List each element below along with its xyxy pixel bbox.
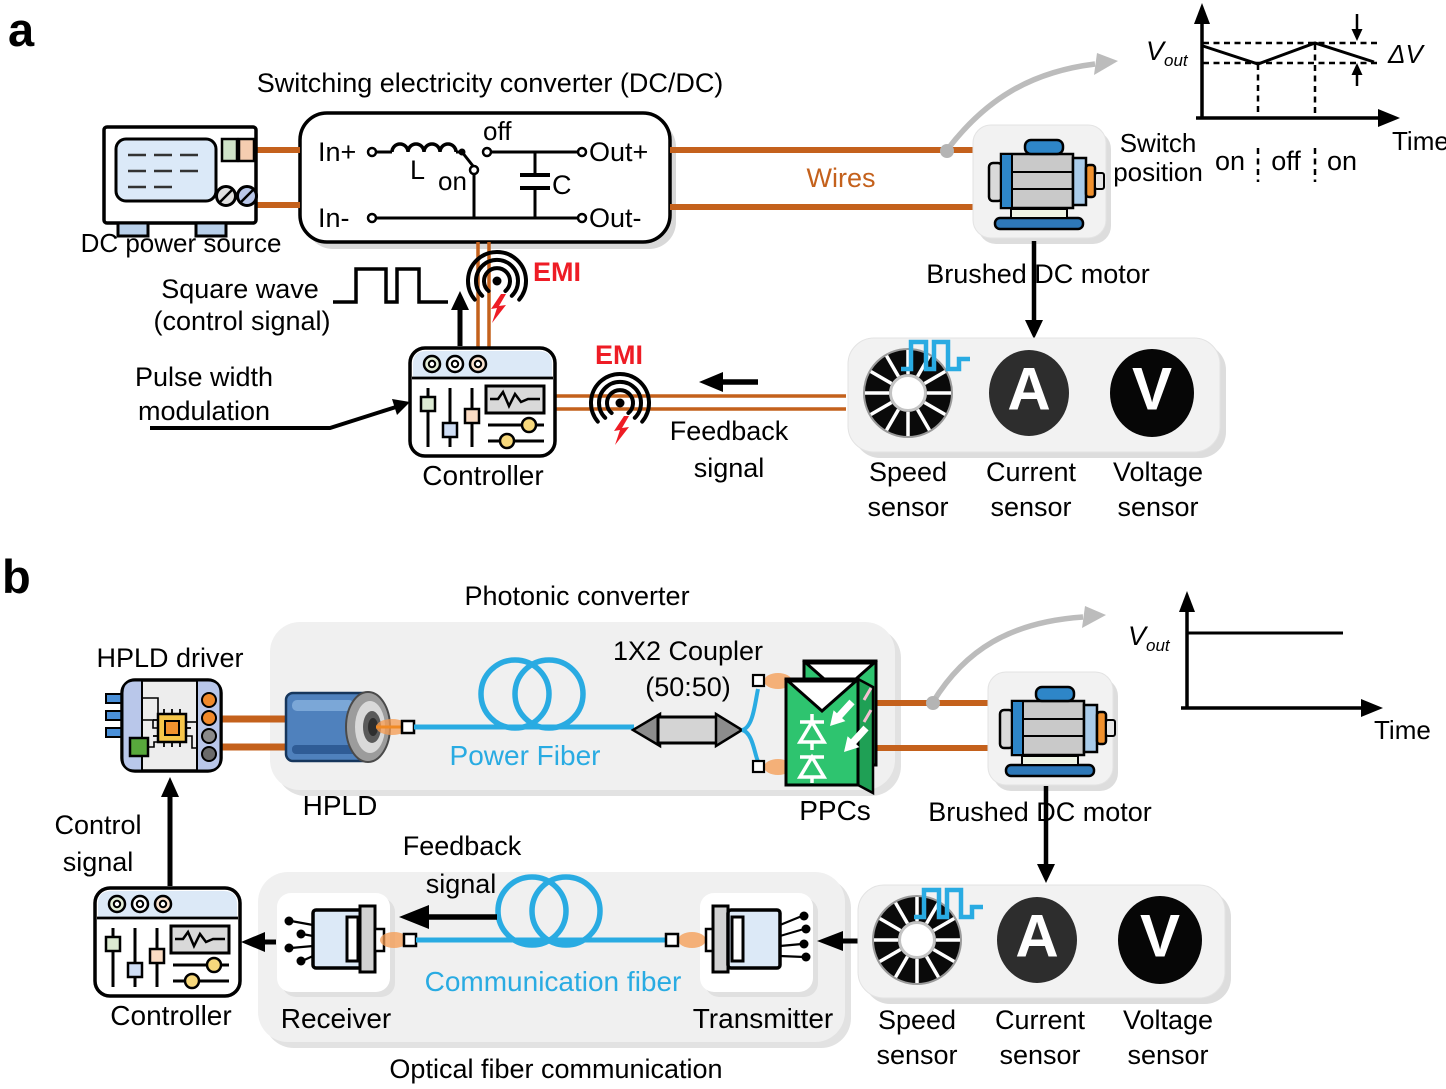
circuit-inductor-label: L	[410, 155, 426, 185]
controller-label-b: Controller	[110, 1000, 232, 1031]
control-signal-arrow-b	[161, 777, 179, 886]
time-label-a: Time	[1392, 126, 1446, 156]
coupler-label-line1: 1X2 Coupler	[612, 636, 764, 666]
speed-sensor-icon-a	[862, 347, 954, 439]
switch-off-label: off	[483, 116, 512, 146]
time-label-b: Time	[1374, 715, 1431, 745]
transmitter-label: Transmitter	[692, 1003, 834, 1034]
speed-sensor-label-a2: sensor	[867, 492, 949, 522]
segment-off: off	[1271, 146, 1301, 176]
switch-on-label: on	[438, 166, 467, 196]
callout-arrow-a	[940, 53, 1118, 158]
motor-to-sensors-arrow-b	[1037, 786, 1055, 883]
transmitter-icon	[664, 893, 818, 997]
feedback-label-a2: signal	[693, 453, 765, 483]
speed-sensor-label-b1: Speed	[877, 1005, 957, 1035]
current-sensor-label-b1: Current	[994, 1005, 1086, 1035]
pwm-arrow	[150, 399, 410, 430]
feedback-label-b2: signal	[425, 869, 497, 899]
circuit-in-minus: In-	[318, 203, 350, 233]
brushed-motor-label-a: Brushed DC motor	[926, 259, 1150, 289]
hpld-driver-icon	[105, 678, 223, 773]
voltmeter-letter-a: V	[1131, 355, 1173, 423]
dc-power-source-icon	[102, 125, 258, 238]
voltage-sensor-label-b1: Voltage	[1122, 1005, 1214, 1035]
circuit-capacitor-label: C	[552, 170, 572, 200]
voltage-sensor-label-a1: Voltage	[1112, 457, 1204, 487]
pwm-label-line2: modulation	[137, 396, 271, 426]
photonic-converter-title: Photonic converter	[464, 581, 690, 611]
delta-v-label: ΔV	[1388, 39, 1423, 69]
voltage-sensor-icon-b	[1118, 896, 1202, 984]
emi-label-top: EMI	[533, 257, 582, 287]
square-wave-icon	[333, 267, 448, 304]
speed-sensor-label-a1: Speed	[868, 457, 948, 487]
ppc-icon	[784, 659, 878, 796]
pwm-label-line1: Pulse width	[134, 362, 274, 392]
panel-b-label: b	[2, 550, 31, 603]
receiver-label: Receiver	[280, 1003, 392, 1034]
square-wave-label: Square wave	[161, 274, 319, 304]
controller-label-a: Controller	[422, 460, 544, 491]
circuit-out-minus: Out-	[589, 203, 642, 233]
hpld-label: HPLD	[302, 790, 378, 821]
callout-arrow-b	[926, 606, 1106, 710]
current-sensor-icon-a	[989, 350, 1069, 436]
sensors-to-transmitter-arrow	[817, 931, 858, 951]
receiver-to-controller-arrow	[241, 932, 276, 952]
fiber-connector-icon	[400, 719, 416, 735]
current-sensor-label-b2: sensor	[999, 1040, 1081, 1070]
delta-v-arrows	[1351, 14, 1363, 86]
emi-label-bottom: EMI	[595, 340, 644, 370]
brushed-motor-label-b: Brushed DC motor	[928, 797, 1152, 827]
controller-icon-a	[408, 346, 557, 458]
control-signal-label-b2: signal	[62, 847, 134, 877]
hpld-driver-label: HPLD driver	[96, 643, 244, 673]
control-signal-label-b1: Control	[54, 810, 142, 840]
fiber-coupler-icon	[630, 673, 792, 775]
vout-label-a: Vout	[1146, 36, 1188, 70]
panel-a-label: a	[8, 3, 35, 56]
current-sensor-icon-b	[997, 897, 1077, 983]
control-signal-paren-label: (control signal)	[153, 306, 331, 336]
ammeter-letter-b: A	[1015, 902, 1059, 970]
feedback-label-a1: Feedback	[669, 416, 789, 446]
ppcs-label: PPCs	[799, 795, 871, 826]
ammeter-letter-a: A	[1007, 355, 1051, 423]
voltage-sensor-icon-a	[1110, 349, 1194, 437]
feedback-arrow-b	[399, 905, 497, 929]
segment-on-1: on	[1214, 146, 1246, 176]
converter-title: Switching electricity converter (DC/DC)	[256, 68, 724, 98]
voltage-sensor-label-a2: sensor	[1117, 492, 1199, 522]
circuit-out-plus: Out+	[589, 137, 649, 167]
power-fiber-label: Power Fiber	[449, 740, 601, 771]
vout-label-b: Vout	[1128, 621, 1170, 655]
motor-to-sensors-arrow-a	[1025, 241, 1043, 339]
control-signal-arrow-a	[451, 291, 469, 346]
hpld-laser-icon	[284, 691, 416, 763]
receiver-icon	[277, 893, 418, 997]
buck-circuit	[366, 142, 588, 224]
current-sensor-label-a2: sensor	[990, 492, 1072, 522]
vout-flat-graph	[1179, 591, 1383, 717]
current-sensor-label-a1: Current	[985, 457, 1077, 487]
segment-on-2: on	[1326, 146, 1358, 176]
controller-icon-b	[93, 886, 242, 998]
feedback-arrow-a	[699, 372, 758, 392]
voltmeter-letter-b: V	[1139, 902, 1181, 970]
speed-sensor-label-b2: sensor	[876, 1040, 958, 1070]
switch-position-caption: Switch position	[1113, 128, 1203, 187]
wires-label: Wires	[806, 163, 876, 193]
communication-fiber-label: Communication fiber	[424, 966, 682, 997]
dc-power-source-label: DC power source	[80, 228, 282, 258]
circuit-in-plus: In+	[318, 137, 357, 167]
voltage-sensor-label-b2: sensor	[1127, 1040, 1209, 1070]
coupler-label-line2: (50:50)	[645, 672, 731, 702]
feedback-label-b1: Feedback	[402, 831, 522, 861]
optical-fiber-communication-label: Optical fiber communication	[389, 1054, 723, 1084]
vout-ripple-graph	[1194, 3, 1400, 182]
